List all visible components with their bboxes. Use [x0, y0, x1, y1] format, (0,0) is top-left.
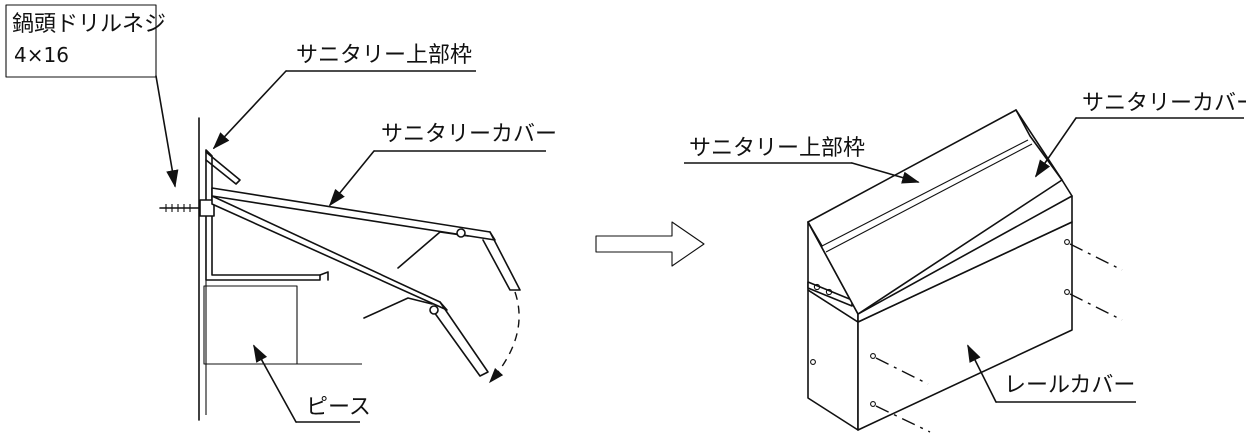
upper-frame-hook: [319, 271, 329, 281]
cover-lower-screw: [429, 305, 439, 315]
right-hole-1: [1064, 239, 1070, 245]
left-upper-frame-label: サニタリー上部枠: [296, 43, 472, 68]
right-hole-2: [1064, 289, 1070, 295]
cover-lower-front: [433, 301, 489, 377]
rail-cover-label: レールカバー: [1004, 373, 1135, 398]
screw-label-box: 鍋頭ドリルネジ 4×16: [5, 4, 166, 78]
right-3d-figure: サニタリー上部枠 サニタリーカバー レールカバー: [684, 91, 1246, 433]
screw-leader-arrow: [155, 75, 179, 188]
piece-leader: [253, 344, 297, 423]
top-cover-left-edge: [807, 221, 823, 247]
cover-upper-top-panel: [211, 187, 496, 241]
screw-line-2: [875, 405, 931, 433]
upper-frame-section: [205, 149, 321, 281]
flange-hole-2: [825, 288, 833, 296]
piece-label: ピース: [306, 395, 371, 420]
right-cover-label: サニタリーカバー: [1082, 91, 1246, 116]
right-upper-frame-label: サニタリー上部枠: [689, 136, 865, 161]
left-upper-frame-leader: [212, 70, 287, 150]
screw-head: [199, 199, 215, 217]
top-cover-ridge: [821, 139, 1029, 247]
piece-block: [203, 285, 298, 365]
left-cover-leader: [328, 150, 375, 207]
top-cover-ridge-2: [825, 143, 1033, 253]
cover-upper-screw: [456, 228, 466, 238]
cover-lower-hook-arm: [363, 297, 433, 319]
screw-label-frame: [5, 4, 157, 78]
body-front-band: [857, 195, 1073, 323]
right-cover-leader: [1035, 117, 1077, 178]
flange-hole-1: [813, 283, 821, 291]
upper-frame-lip: [205, 151, 241, 185]
cover-upper-front: [482, 231, 521, 291]
screw-label-line1: 鍋頭ドリルネジ: [12, 12, 166, 37]
cover-upper-hook-arm: [397, 231, 469, 269]
screw-line-3: [1069, 243, 1123, 271]
top-cover-edge: [1015, 109, 1073, 197]
drill-screw: [159, 199, 215, 217]
side-hole: [810, 359, 816, 365]
left-cover-label: サニタリーカバー: [381, 122, 557, 147]
screw-line-1: [875, 357, 929, 385]
front-hole-1: [870, 353, 876, 359]
front-hole-2: [870, 401, 876, 407]
screw-thread: [165, 204, 191, 212]
screw-line-4: [1069, 293, 1123, 321]
transition-arrow: [595, 221, 705, 267]
cover-lower-top-panel: [211, 195, 448, 311]
rail-cover-leader: [967, 344, 997, 403]
screw-label-line2: 4×16: [14, 43, 69, 67]
right-upper-frame-leader: [851, 162, 920, 184]
left-section-figure: 鍋頭ドリルネジ 4×16 サニタリー上部枠: [5, 4, 557, 423]
swing-arc-arrow: [488, 291, 520, 384]
